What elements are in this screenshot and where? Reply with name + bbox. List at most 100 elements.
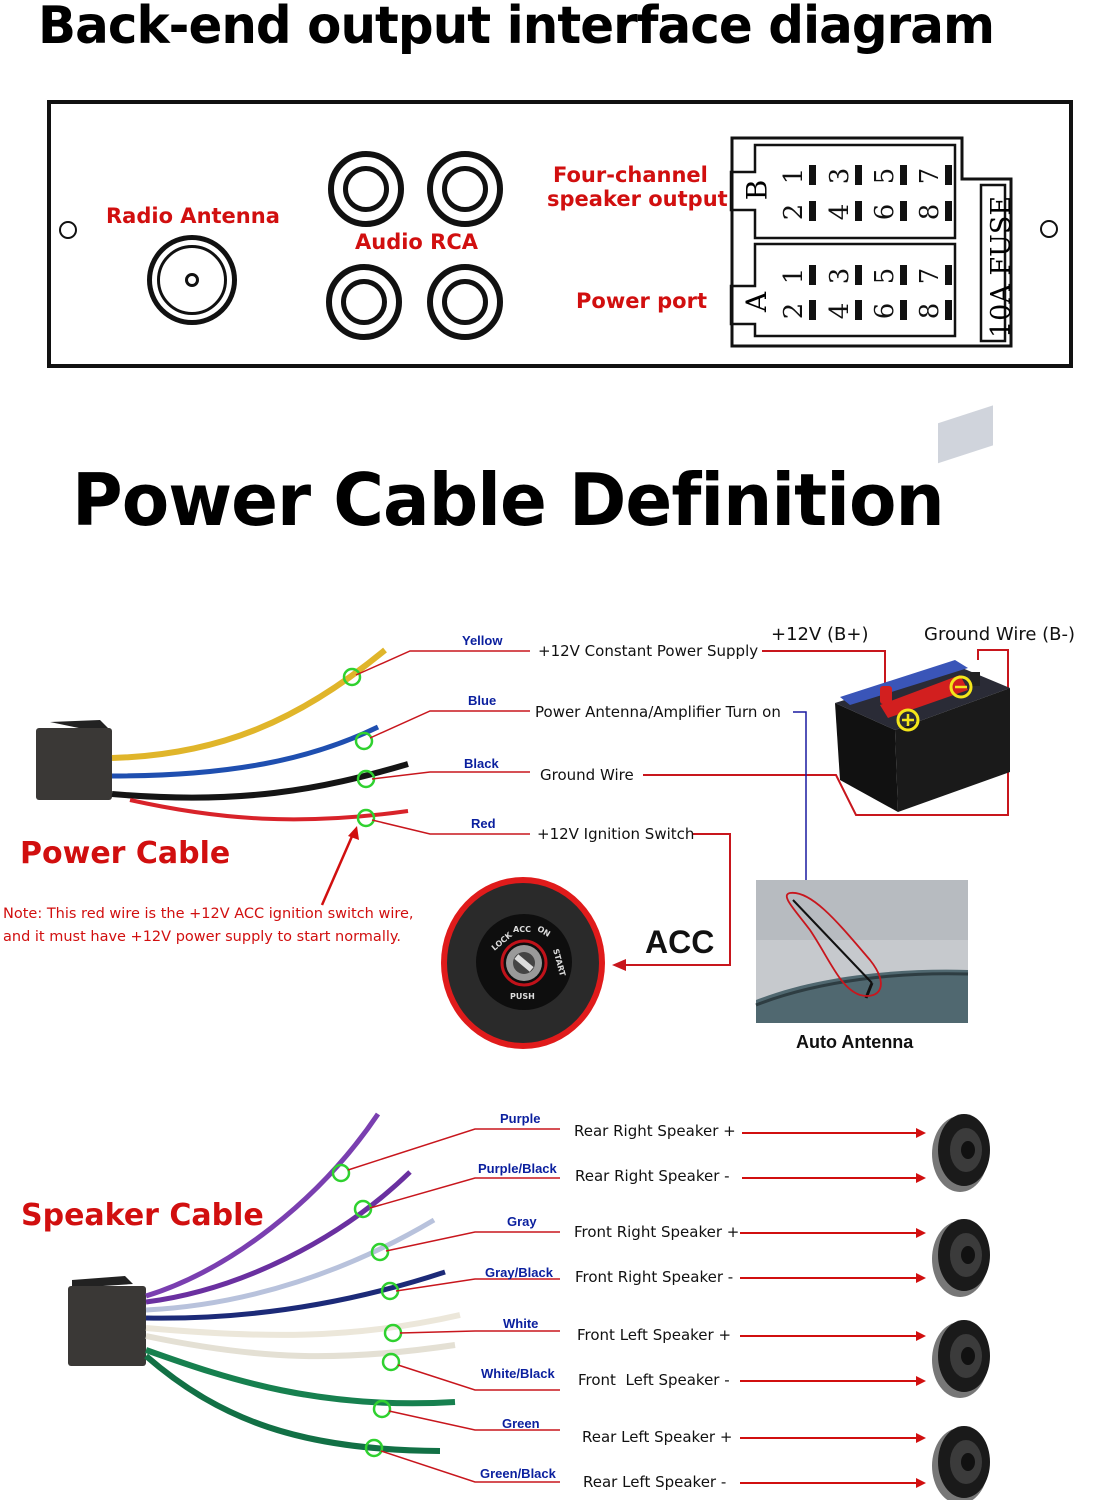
leader-line: [371, 819, 530, 835]
arrow-head-icon: [612, 959, 626, 971]
leader-line: [369, 710, 530, 739]
wire-color-label: White/Black: [481, 1366, 555, 1381]
speaker-icon: [932, 1320, 990, 1398]
marker-circle: [381, 1352, 401, 1372]
wire-color-label: Blue: [468, 693, 497, 708]
wire-white-black: [145, 1333, 456, 1360]
ignition-acc-text: ACC: [513, 925, 531, 934]
wire-color-label: Red: [471, 816, 496, 831]
pin-contact: [809, 165, 816, 185]
power-connector-block: [36, 728, 112, 800]
acc-label: ACC: [645, 924, 715, 960]
wire-function-label: +12V Constant Power Supply: [538, 642, 759, 660]
pin-contact: [809, 265, 816, 285]
power-cable-definition-title: Power Cable Definition: [72, 458, 945, 542]
speaker-output-label: Four-channel: [553, 163, 708, 187]
rca-jack-icon: [427, 264, 503, 340]
pin-contact: [855, 165, 862, 185]
wire-function-label: Rear Left Speaker -: [583, 1473, 727, 1491]
wire-red: [129, 798, 409, 822]
wire-function-label: +12V Ignition Switch: [537, 825, 695, 843]
wire-color-label: Green/Black: [480, 1466, 556, 1481]
wire-color-label: White: [503, 1316, 539, 1331]
leader-line: [371, 771, 530, 780]
wire-green-black: [144, 1353, 441, 1454]
wire-purple: [145, 1112, 381, 1299]
wire-color-label: Purple: [500, 1111, 541, 1126]
marker-circle: [331, 1163, 351, 1183]
wire-blue: [111, 724, 380, 779]
wire-function-label: Front Left Speaker +: [577, 1326, 732, 1344]
pin-contact: [945, 165, 952, 185]
marker-circle: [372, 1399, 392, 1419]
pin-contact: [945, 201, 952, 221]
marker-circle: [353, 1199, 373, 1219]
wire-black: [111, 761, 409, 801]
pin-contact: [855, 201, 862, 221]
note-arrow: [320, 833, 355, 906]
back-panel: [47, 100, 1073, 368]
pin-contact: [900, 300, 907, 320]
marker-circle: [370, 1242, 390, 1262]
leader-ground-wire: [643, 649, 1009, 816]
power-port-label: Power port: [576, 289, 707, 313]
speaker-arrows: [740, 1132, 918, 1484]
wire-color-label: Green: [502, 1416, 540, 1431]
wire-function-label: Front Left Speaker -: [578, 1371, 730, 1389]
auto-antenna-image: [755, 880, 969, 1023]
arrow-head-icon: [348, 826, 359, 840]
leader-to-battery-plus: [762, 650, 886, 690]
pin-contact: [945, 300, 952, 320]
interface-diagram-title: Back-end output interface diagram: [38, 0, 995, 56]
mounting-hole-right-icon: [1040, 220, 1058, 238]
pin-contact: [900, 201, 907, 221]
pin-contact: [855, 300, 862, 320]
battery-icon: [835, 405, 1010, 812]
speaker-icon: [932, 1426, 990, 1500]
wire-function-label: Rear Right Speaker +: [574, 1122, 736, 1140]
ignition-push-text: PUSH: [510, 992, 535, 1001]
wire-function-label: Power Antenna/Amplifier Turn on: [535, 703, 781, 721]
wire-function-label: Rear Left Speaker +: [582, 1428, 733, 1446]
iso-connector-outline: [729, 136, 1013, 348]
pin-contact: [945, 265, 952, 285]
pin-contact: [855, 265, 862, 285]
marker-circle: [364, 1438, 384, 1458]
battery-minus-label: Ground Wire (B-): [924, 624, 1076, 645]
antenna-turn-on-line: [793, 711, 807, 890]
wire-white: [145, 1312, 461, 1338]
marker-circle: [356, 808, 376, 828]
arrow-heads: [916, 1128, 926, 1488]
wire-function-label: Front Right Speaker -: [575, 1268, 734, 1286]
wire-color-label: Purple/Black: [478, 1161, 557, 1176]
wire-gray-black: [145, 1269, 446, 1321]
power-cable-heading: Power Cable: [20, 836, 231, 871]
speaker-leader-lines: [347, 1128, 560, 1483]
wire-function-label: Front Right Speaker +: [574, 1223, 740, 1241]
pin-contact: [809, 300, 816, 320]
wire-color-label: Black: [464, 756, 499, 771]
speaker-icon: [932, 1114, 990, 1192]
radio-antenna-label: Radio Antenna: [106, 204, 280, 228]
ignition-switch-icon: [441, 877, 605, 1049]
wire-color-label: Yellow: [462, 633, 503, 648]
rca-jack-icon: [427, 151, 503, 227]
speaker-output-label: speaker output: [547, 187, 728, 211]
wire-function-label: Rear Right Speaker -: [575, 1167, 730, 1185]
speaker-icon: [932, 1219, 990, 1297]
marker-circle: [342, 667, 362, 687]
wire-color-label: Gray: [507, 1214, 537, 1229]
pin-contact: [900, 265, 907, 285]
speaker-connector-block: [68, 1286, 146, 1366]
note-text: and it must have +12V power supply to st…: [3, 929, 401, 945]
wire-function-label: Ground Wire: [540, 766, 634, 784]
auto-antenna-label: Auto Antenna: [796, 1032, 914, 1052]
audio-rca-label: Audio RCA: [355, 230, 479, 254]
wire-gray: [145, 1217, 436, 1313]
mounting-hole-left-icon: [59, 221, 77, 239]
rca-jack-icon: [328, 151, 404, 227]
note-text: Note: This red wire is the +12V ACC igni…: [3, 906, 414, 922]
